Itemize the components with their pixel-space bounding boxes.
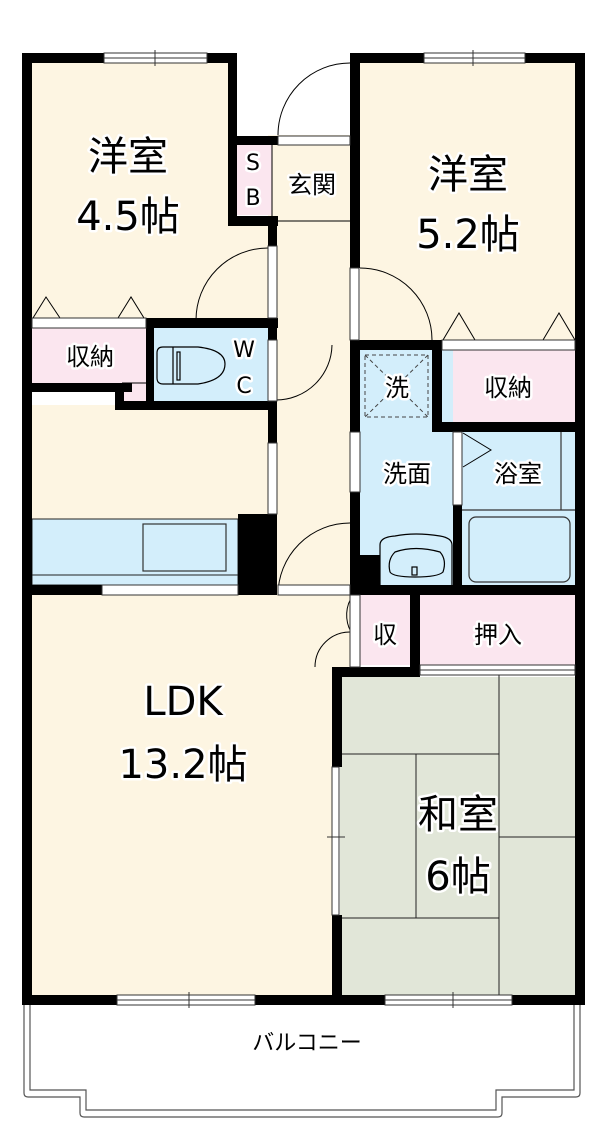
tatami-lines: [340, 665, 575, 995]
balcony-label: バルコニー: [252, 1031, 362, 1056]
partition-lines: [122, 145, 350, 384]
door-swings: [195, 62, 433, 668]
storage-right-label: 収納: [484, 374, 532, 402]
oshiire-floor: [420, 595, 575, 665]
ldk-size: 13.2帖: [118, 742, 247, 788]
balcony: [23, 1003, 581, 1118]
japanese-room-name: 和室: [418, 792, 498, 838]
ldk-floor: [32, 595, 332, 995]
windows: [31, 50, 576, 1008]
western-room-2-name: 洋室: [428, 152, 508, 198]
kitchen-sink: [142, 523, 227, 572]
japanese-room-size: 6帖: [425, 854, 490, 900]
bathroom-label: 浴室: [494, 460, 542, 488]
storage-left-label: 収納: [66, 343, 114, 371]
entrance-label: 玄関: [288, 171, 336, 199]
closet-small-floor: [360, 595, 410, 665]
washroom-label: 洗面: [383, 460, 431, 488]
toilet-label-2: C: [236, 374, 251, 399]
bathtub-icon: [462, 430, 575, 583]
toilet-label-1: W: [233, 338, 255, 363]
storage-left-floor: [32, 328, 146, 383]
western-room-2-floor: [360, 62, 575, 340]
hallway-floor: [268, 135, 352, 595]
western-room-1-name: 洋室: [88, 134, 168, 180]
western-room-1-size: 4.5帖: [76, 194, 180, 240]
washing-machine-space-icon: [364, 354, 429, 418]
bathroom-door-icon: [462, 432, 492, 468]
storage-right-floor: [442, 350, 575, 422]
ldk-name: LDK: [143, 679, 224, 725]
toilet-bowl-icon: [156, 346, 226, 385]
bathroom-floor: [462, 430, 575, 585]
closet-small-label: 収: [373, 621, 397, 649]
shoe-box-label-1: S: [246, 151, 260, 176]
western-room-1-floor: [32, 62, 268, 320]
washer-space-label: 洗: [385, 374, 409, 402]
oshiire-label: 押入: [474, 621, 522, 649]
closet-door-marks: [32, 296, 576, 341]
walls: [22, 53, 585, 1005]
shoe-box-label-2: B: [245, 186, 260, 211]
wash-basin-icon: [379, 533, 453, 585]
shoe-box-floor: [236, 145, 272, 215]
western-room-2-size: 5.2帖: [416, 212, 520, 258]
japanese-room-floor: [340, 677, 575, 995]
